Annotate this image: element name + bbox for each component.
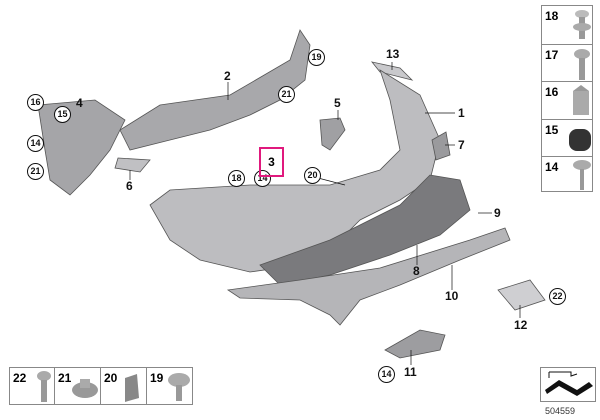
callout-11: 11 — [404, 365, 417, 379]
callout-1: 1 — [458, 106, 465, 120]
part-11-bracket — [384, 329, 446, 359]
panel-part-22[interactable]: 22 — [9, 367, 55, 405]
callout-21: 21 — [278, 86, 295, 103]
callout-22: 22 — [549, 288, 566, 305]
leader-lines — [129, 62, 521, 365]
panel-part-20[interactable]: 20 — [100, 367, 147, 405]
bolt-icon — [37, 371, 51, 402]
callout-10: 10 — [445, 289, 459, 303]
part-4-bracket — [37, 99, 126, 196]
callout-15: 15 — [54, 106, 71, 123]
part-12-frame — [497, 279, 546, 311]
panel-part-14[interactable]: 14 — [541, 156, 593, 192]
rubber-buffer-icon — [569, 129, 591, 151]
callout-16: 16 — [27, 94, 44, 111]
part-7-reflector — [431, 131, 451, 161]
flange-bolt-icon — [168, 373, 190, 401]
callout-18: 18 — [228, 170, 245, 187]
callout-14c: 14 — [378, 366, 395, 383]
callout-8: 8 — [413, 264, 420, 278]
part-5-bracket — [319, 117, 346, 151]
callout-14: 14 — [27, 135, 44, 152]
callout-13: 13 — [386, 47, 400, 61]
panel-part-18[interactable]: 18 — [541, 5, 593, 45]
diagram-symbol-icon — [545, 371, 593, 396]
diagram-code: 504559 — [545, 406, 576, 416]
callout-21b: 21 — [27, 163, 44, 180]
nut-icon — [72, 379, 98, 398]
screw-icon — [574, 49, 590, 80]
callout-12: 12 — [514, 318, 528, 332]
callout-2: 2 — [224, 69, 231, 83]
callout-9: 9 — [494, 206, 501, 220]
callout-19: 19 — [308, 49, 325, 66]
diagram-symbol — [540, 367, 596, 402]
panel-part-15[interactable]: 15 — [541, 119, 593, 157]
callout-20: 20 — [304, 167, 321, 184]
nut-clip-icon — [573, 85, 589, 115]
panel-part-16[interactable]: 16 — [541, 81, 593, 120]
callout-4: 4 — [76, 96, 83, 110]
highlighted-part-3[interactable]: 3 — [259, 147, 284, 177]
part-10-trim-strip — [226, 227, 511, 326]
panel-part-19[interactable]: 19 — [146, 367, 193, 405]
panel-part-21[interactable]: 21 — [54, 367, 101, 405]
part-2-carrier — [119, 29, 311, 151]
callout-7: 7 — [458, 138, 465, 152]
callout-5: 5 — [334, 96, 341, 110]
callout-6: 6 — [126, 179, 133, 193]
part-13-trim — [370, 61, 414, 81]
panel-part-17[interactable]: 17 — [541, 44, 593, 82]
pad-icon — [125, 374, 139, 402]
part-6-grille — [114, 157, 151, 173]
clip-icon — [573, 10, 591, 39]
bolt-icon — [573, 160, 591, 190]
callout-14b: 14 — [254, 170, 271, 187]
